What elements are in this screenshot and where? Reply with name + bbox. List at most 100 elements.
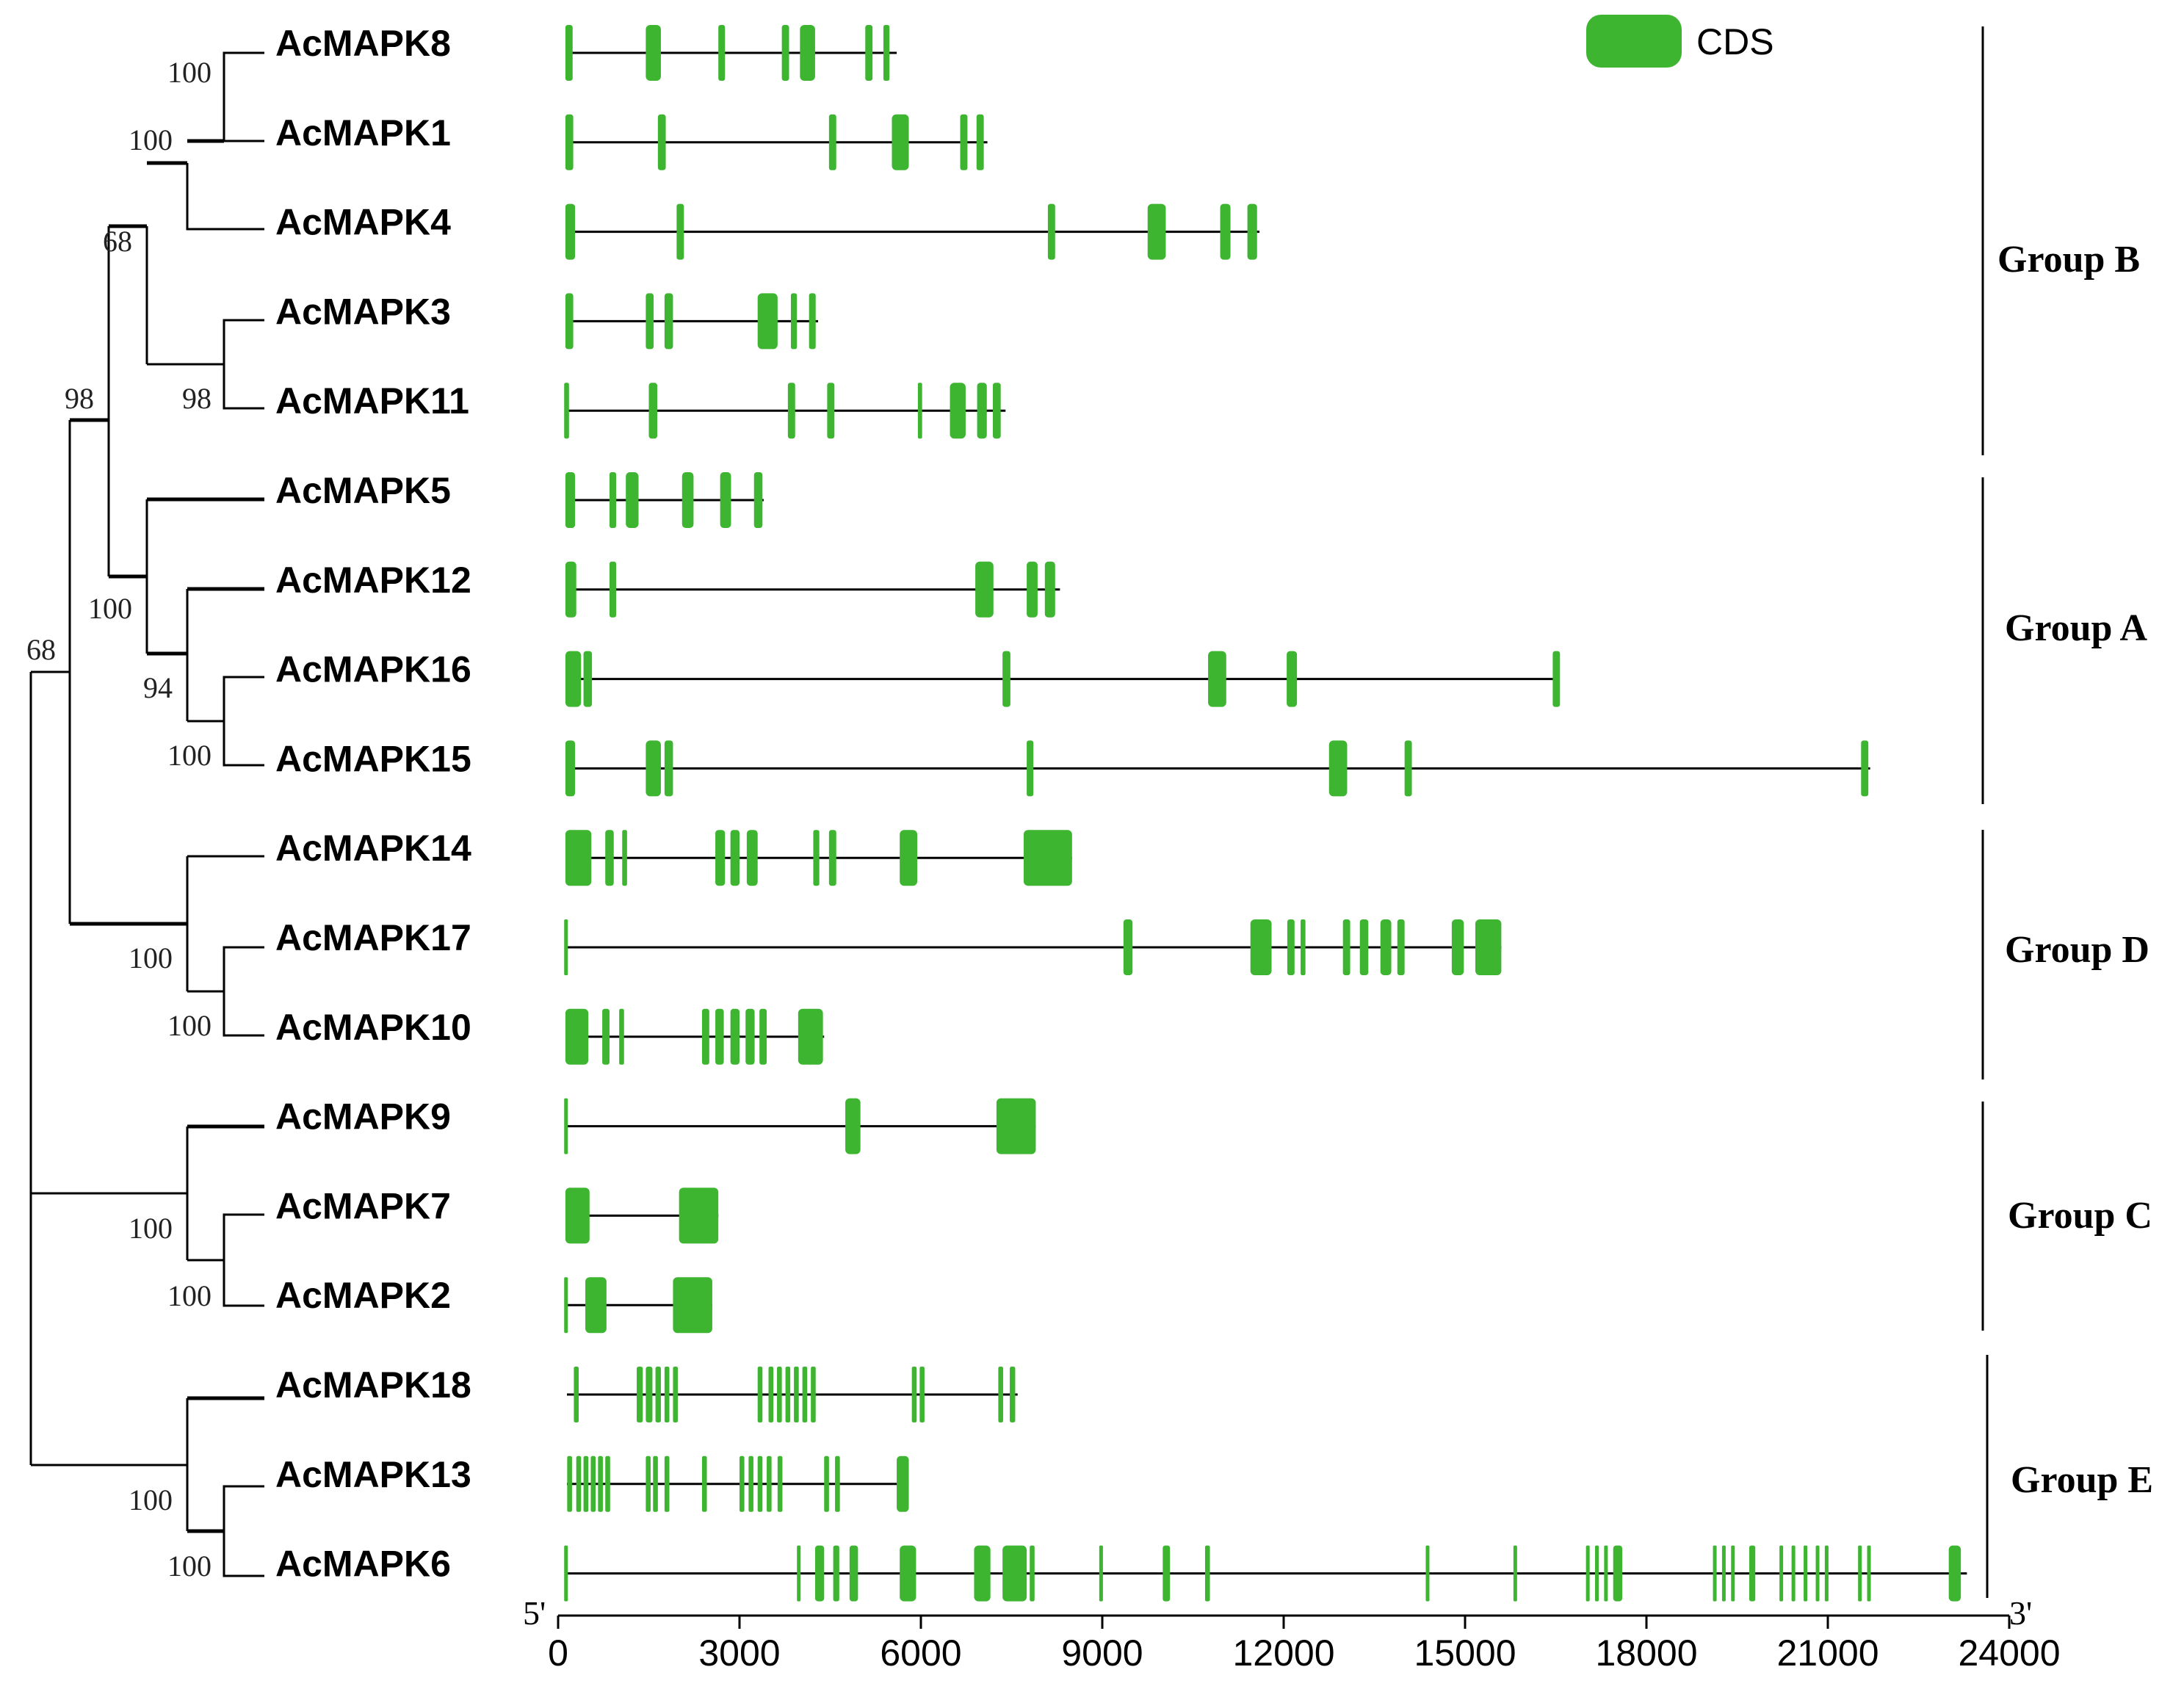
axis-five-prime: 5' xyxy=(523,1594,546,1632)
cds-exon xyxy=(1425,1545,1430,1602)
axis-tick-label: 6000 xyxy=(880,1632,961,1674)
gene-structure-row xyxy=(565,651,1561,707)
gene-labels: AcMAPK8AcMAPK1AcMAPK4AcMAPK3AcMAPK11AcMA… xyxy=(275,23,471,1585)
cds-exon xyxy=(814,1545,825,1602)
cds-exon xyxy=(1613,1545,1623,1602)
cds-exon xyxy=(602,1008,610,1065)
cds-exon xyxy=(1779,1545,1784,1602)
cds-exon xyxy=(1380,919,1392,975)
cds-exon xyxy=(605,830,614,886)
cds-exon xyxy=(900,830,918,886)
cds-exon xyxy=(564,1545,568,1602)
cds-exon xyxy=(701,1455,707,1512)
cds-exon xyxy=(992,383,1001,439)
axis-tick-label: 18000 xyxy=(1595,1632,1697,1674)
cds-exon xyxy=(1287,651,1298,707)
support-value: 100 xyxy=(129,1212,173,1245)
cds-exon xyxy=(1002,1545,1027,1602)
cds-exon xyxy=(565,25,573,81)
cds-exon xyxy=(787,383,795,439)
group-label: Group C xyxy=(2008,1195,2152,1237)
cds-exon xyxy=(835,1455,840,1512)
cds-exon xyxy=(565,293,574,350)
cds-exon xyxy=(565,740,576,797)
legend-cds-label: CDS xyxy=(1696,21,1774,62)
cds-exon xyxy=(626,472,639,528)
tree-branch xyxy=(223,1485,264,1577)
cds-exon xyxy=(653,1455,658,1512)
group-brackets: Group B Group A Group D Group C Group E xyxy=(1981,26,2153,1598)
cds-exon xyxy=(565,561,576,618)
cds-exon xyxy=(565,472,576,528)
cds-exon xyxy=(1749,1545,1756,1602)
cds-exon xyxy=(609,561,617,618)
cds-exon xyxy=(590,1455,596,1512)
tree-branch xyxy=(186,163,264,231)
cds-exon xyxy=(564,1098,568,1154)
gene-label: AcMAPK15 xyxy=(275,738,471,779)
cds-exon xyxy=(1208,651,1226,707)
support-value: 100 xyxy=(167,56,211,89)
cds-exon xyxy=(565,1008,589,1065)
cds-exon xyxy=(1513,1545,1517,1602)
gene-label: AcMAPK13 xyxy=(275,1454,471,1495)
cds-exon xyxy=(622,830,627,886)
group-label: Group E xyxy=(2011,1459,2153,1501)
cds-exon xyxy=(781,25,789,81)
legend-cds-swatch xyxy=(1586,15,1682,68)
cds-exon xyxy=(730,1008,740,1065)
cds-exon xyxy=(1713,1545,1717,1602)
gene-label: AcMAPK2 xyxy=(275,1275,451,1316)
cds-exon xyxy=(565,1187,590,1244)
cds-exon xyxy=(1824,1545,1829,1602)
gene-structure-row xyxy=(565,740,1870,797)
cds-exon xyxy=(824,1455,829,1512)
cds-exon xyxy=(748,1455,753,1512)
gene-structure-row xyxy=(564,1545,1967,1602)
gene-label: AcMAPK7 xyxy=(275,1185,451,1226)
cds-exon xyxy=(746,830,758,886)
gene-label: AcMAPK8 xyxy=(275,23,451,64)
gene-label: AcMAPK5 xyxy=(275,470,451,511)
support-value: 100 xyxy=(88,592,132,625)
gene-structure-row xyxy=(565,561,1060,618)
cds-exon xyxy=(637,1367,643,1422)
axis-tick-label: 3000 xyxy=(698,1632,780,1674)
support-value: 98 xyxy=(65,382,94,415)
cds-exon xyxy=(892,114,909,170)
gene-label: AcMAPK10 xyxy=(275,1007,471,1048)
cds-exon xyxy=(828,830,836,886)
cds-exon xyxy=(730,830,740,886)
cds-exon xyxy=(1204,1545,1210,1602)
gene-structure-row xyxy=(565,25,897,81)
cds-exon xyxy=(833,1545,839,1602)
cds-exon xyxy=(777,1367,782,1422)
tree-branch xyxy=(223,676,264,767)
cds-exon xyxy=(676,203,684,260)
cds-exon xyxy=(1397,919,1405,975)
axis-three-prime: 3' xyxy=(2009,1594,2032,1632)
gene-label: AcMAPK14 xyxy=(275,828,471,869)
cds-exon xyxy=(583,1455,589,1512)
gene-structure-row xyxy=(564,919,1502,975)
tree-branch xyxy=(223,319,264,410)
cds-exon xyxy=(794,1367,799,1422)
cds-exon xyxy=(679,1187,719,1244)
cds-exon xyxy=(828,114,836,170)
cds-exon xyxy=(664,1367,670,1422)
gene-structure-row xyxy=(567,1367,1018,1422)
cds-exon xyxy=(811,1367,816,1422)
cds-exon xyxy=(740,1455,745,1512)
cds-exon xyxy=(845,1098,861,1154)
cds-exon xyxy=(1030,1545,1035,1602)
cds-exon xyxy=(1475,919,1502,975)
cds-exon xyxy=(1867,1545,1871,1602)
support-value: 100 xyxy=(129,1483,173,1516)
support-value: 100 xyxy=(167,1279,211,1312)
cds-exon xyxy=(998,1367,1003,1422)
gene-structure-row xyxy=(565,472,764,528)
cds-exon xyxy=(673,1367,679,1422)
cds-exon xyxy=(646,1455,651,1512)
axis-tick-label: 24000 xyxy=(1958,1632,2060,1674)
